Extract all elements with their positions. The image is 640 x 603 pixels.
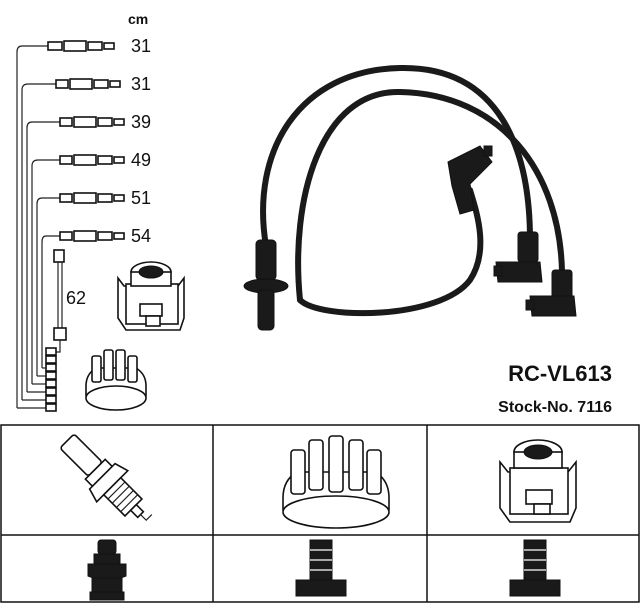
length-label-6: 54 xyxy=(131,226,151,246)
angled-boot-right xyxy=(525,269,577,317)
coil-lead xyxy=(53,249,67,353)
length-label-1: 31 xyxy=(131,36,151,56)
connector-row-1 xyxy=(47,40,115,52)
connector-row-4 xyxy=(59,154,125,166)
spark-plug-connector-icon xyxy=(87,539,127,601)
coil-connector-icon xyxy=(509,539,561,597)
connector-row-5 xyxy=(59,192,125,204)
distributor-cap-large-icon xyxy=(282,435,390,529)
connector-row-6 xyxy=(59,230,125,242)
length-label-3: 39 xyxy=(131,112,151,132)
connector-row-3 xyxy=(59,116,125,128)
distributor-cap-icon xyxy=(85,349,147,411)
cable-1 xyxy=(260,64,533,249)
coil-lead-length-label: 62 xyxy=(66,288,86,308)
length-label-5: 51 xyxy=(131,188,151,208)
spark-plug-boot xyxy=(243,239,289,331)
cable-length-schematic: cm xyxy=(16,11,185,412)
product-name: RC-VL613 xyxy=(508,361,612,386)
ignition-coil-large-icon xyxy=(499,439,577,523)
spark-plug-icon xyxy=(60,434,153,522)
length-label-2: 31 xyxy=(131,74,151,94)
angled-boot-middle xyxy=(493,231,543,283)
cable-2 xyxy=(295,88,565,303)
cable-drawing xyxy=(243,64,577,331)
connector-row-2 xyxy=(55,78,121,90)
angled-boot-top xyxy=(447,145,493,215)
cable-connectors xyxy=(47,40,125,242)
ignition-coil-icon xyxy=(117,261,185,331)
parts-grid xyxy=(0,424,640,603)
unit-label: cm xyxy=(128,11,148,27)
cable-3 xyxy=(297,187,484,317)
distributor-connector-icon xyxy=(295,539,347,597)
bundle-end-connectors xyxy=(45,347,57,412)
stock-number: Stock-No. 7116 xyxy=(498,399,612,416)
length-label-4: 49 xyxy=(131,150,151,170)
